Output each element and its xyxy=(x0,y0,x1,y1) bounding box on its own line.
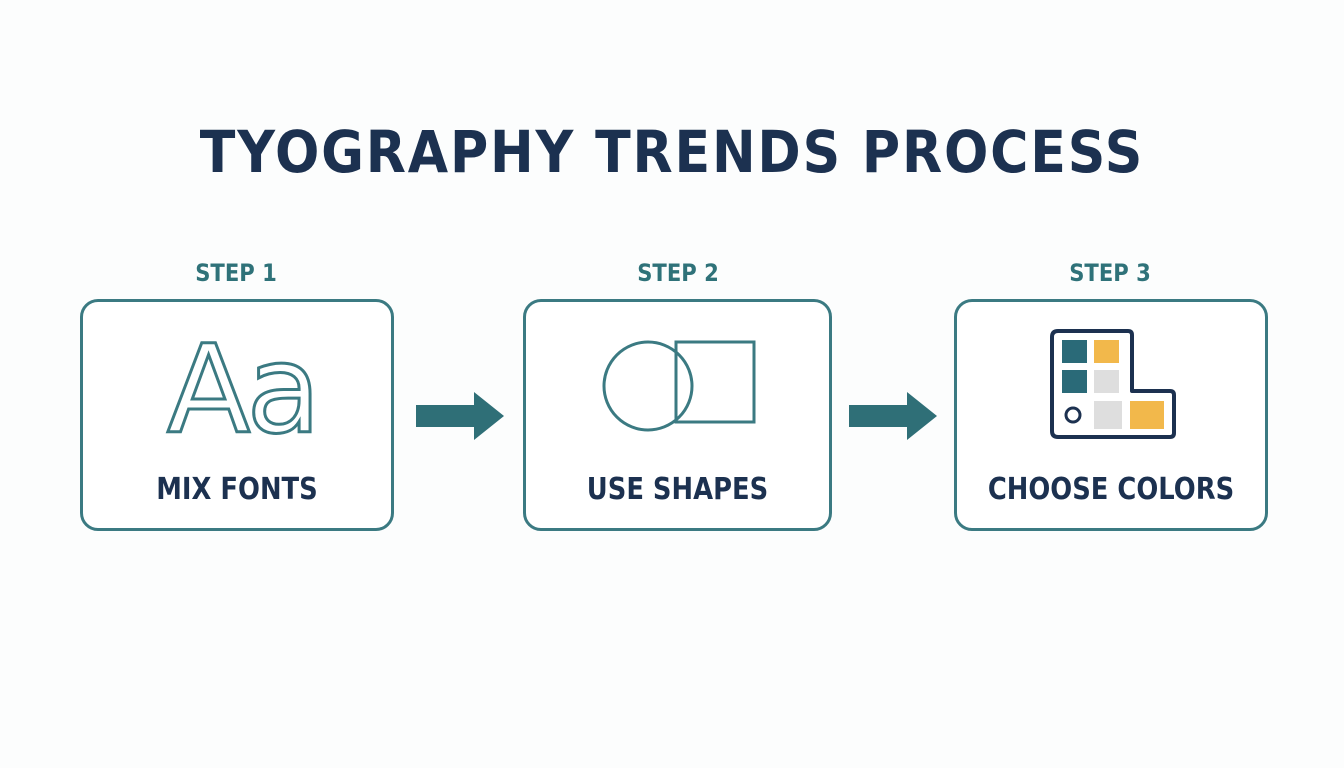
step-3-label: STEP 3 xyxy=(1069,259,1151,287)
step-1-label: STEP 1 xyxy=(195,259,277,287)
step-1-title: MIX FONTS xyxy=(156,472,318,507)
arrow-right-icon xyxy=(416,392,504,440)
circle-square-icon xyxy=(602,340,756,432)
arrow-right-icon xyxy=(849,392,937,440)
step-2-title: USE SHAPES xyxy=(586,472,769,507)
step-3-title: CHOOSE COLORS xyxy=(987,472,1235,507)
font-aa-glyph: Aa xyxy=(167,322,317,442)
step-1-card: Aa MIX FONTS xyxy=(80,299,394,531)
step-2-card: USE SHAPES xyxy=(523,299,832,531)
step-3-card: CHOOSE COLORS xyxy=(954,299,1268,531)
page-title: TYOGRAPHY TRENDS PROCESS xyxy=(199,118,1145,186)
font-aa-icon: Aa xyxy=(165,322,322,442)
step-2-label: STEP 2 xyxy=(637,259,719,287)
color-palette-icon xyxy=(1050,329,1176,439)
